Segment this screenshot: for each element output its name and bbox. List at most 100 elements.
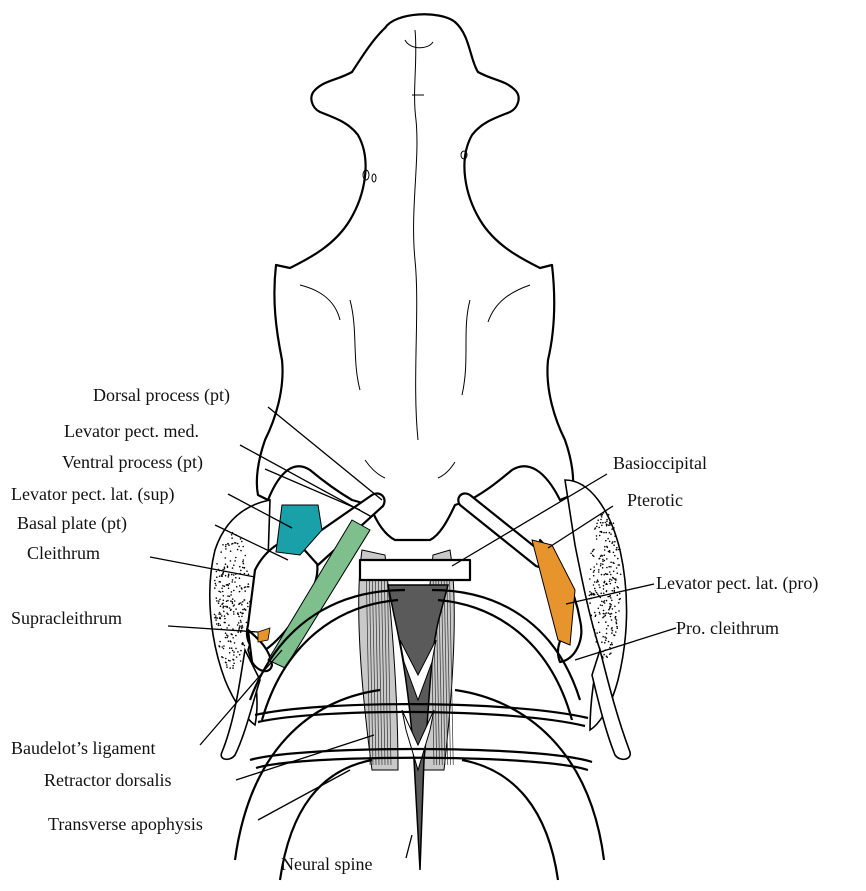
stipple-dot — [589, 595, 591, 597]
stipple-dot — [611, 542, 613, 544]
stipple-dot — [603, 616, 605, 618]
stipple-dot — [616, 626, 618, 628]
stipple-dot — [233, 590, 235, 592]
stipple-dot — [243, 599, 245, 601]
label-levator-pect-med: Levator pect. med. — [64, 421, 199, 441]
stipple-dot — [604, 636, 606, 638]
stipple-dot — [594, 570, 596, 572]
stipple-dot — [245, 555, 247, 557]
stipple-dot — [235, 557, 237, 559]
stipple-dot — [599, 558, 601, 560]
stipple-dot — [609, 571, 611, 573]
stipple-dot — [234, 581, 236, 583]
stipple-dot — [232, 579, 234, 581]
stipple-dot — [227, 635, 229, 637]
stipple-dot — [240, 660, 242, 662]
label-basioccipital: Basioccipital — [613, 453, 707, 473]
stipple-dot — [620, 574, 622, 576]
stipple-dot — [240, 621, 242, 623]
stipple-dot — [242, 567, 244, 569]
stipple-dot — [610, 597, 612, 599]
stipple-dot — [216, 563, 218, 565]
stipple-dot — [219, 575, 221, 577]
stipple-dot — [232, 665, 234, 667]
stipple-dot — [226, 584, 228, 586]
stipple-dot — [606, 521, 608, 523]
stipple-dot — [235, 635, 237, 637]
stipple-dot — [222, 569, 224, 571]
stipple-dot — [231, 581, 233, 583]
stipple-dot — [600, 563, 602, 565]
stipple-dot — [605, 532, 607, 534]
stipple-dot — [604, 581, 606, 583]
stipple-dot — [229, 583, 231, 585]
stipple-dot — [608, 612, 610, 614]
stipple-dot — [244, 645, 246, 647]
stipple-dot — [220, 624, 222, 626]
stipple-dot — [612, 577, 614, 579]
stipple-dot — [219, 641, 221, 643]
stipple-dot — [610, 574, 612, 576]
stipple-dot — [610, 616, 612, 618]
stipple-dot — [225, 544, 227, 546]
stipple-dot — [611, 579, 613, 581]
stipple-dot — [609, 541, 611, 543]
label-transverse-apophysis: Transverse apophysis — [48, 814, 203, 834]
stipple-dot — [241, 612, 243, 614]
stipple-dot — [240, 612, 242, 614]
stipple-dot — [604, 554, 606, 556]
stipple-dot — [594, 588, 596, 590]
stipple-dot — [599, 587, 601, 589]
stipple-dot — [598, 622, 600, 624]
stipple-dot — [610, 566, 612, 568]
stipple-dot — [227, 565, 229, 567]
stipple-dot — [248, 583, 250, 585]
stipple-dot — [216, 576, 218, 578]
stipple-dot — [614, 606, 616, 608]
stipple-dot — [237, 631, 239, 633]
stipple-dot — [600, 604, 602, 606]
stipple-dot — [242, 546, 244, 548]
stipple-dot — [242, 609, 244, 611]
stipple-dot — [228, 588, 230, 590]
stipple-dot — [615, 631, 617, 633]
stipple-dot — [222, 574, 224, 576]
stipple-dot — [222, 607, 224, 609]
stipple-dot — [615, 621, 617, 623]
stipple-dot — [239, 654, 241, 656]
stipple-dot — [223, 605, 225, 607]
stipple-dot — [590, 615, 592, 617]
stipple-dot — [607, 538, 609, 540]
stipple-dot — [611, 600, 613, 602]
stipple-dot — [218, 623, 220, 625]
stipple-dot — [214, 580, 216, 582]
stipple-dot — [229, 652, 231, 654]
stipple-dot — [617, 627, 619, 629]
label-retractor-dorsalis: Retractor dorsalis — [44, 770, 171, 790]
stipple-dot — [239, 585, 241, 587]
stipple-dot — [609, 523, 611, 525]
stipple-dot — [237, 651, 239, 653]
stipple-dot — [598, 569, 600, 571]
stipple-dot — [234, 542, 236, 544]
stipple-dot — [608, 566, 610, 568]
stipple-dot — [604, 549, 606, 551]
stipple-dot — [600, 556, 602, 558]
stipple-dot — [214, 614, 216, 616]
stipple-dot — [616, 623, 618, 625]
stipple-dot — [590, 553, 592, 555]
stipple-dot — [605, 540, 607, 542]
stipple-dot — [247, 602, 249, 604]
stipple-dot — [589, 591, 591, 593]
stipple-dot — [606, 628, 608, 630]
stipple-dot — [603, 532, 605, 534]
stipple-dot — [614, 587, 616, 589]
stipple-dot — [607, 625, 609, 627]
stipple-dot — [606, 612, 608, 614]
stipple-dot — [229, 647, 231, 649]
stipple-dot — [233, 654, 235, 656]
stipple-dot — [617, 594, 619, 596]
stipple-dot — [231, 543, 233, 545]
stipple-dot — [226, 666, 228, 668]
